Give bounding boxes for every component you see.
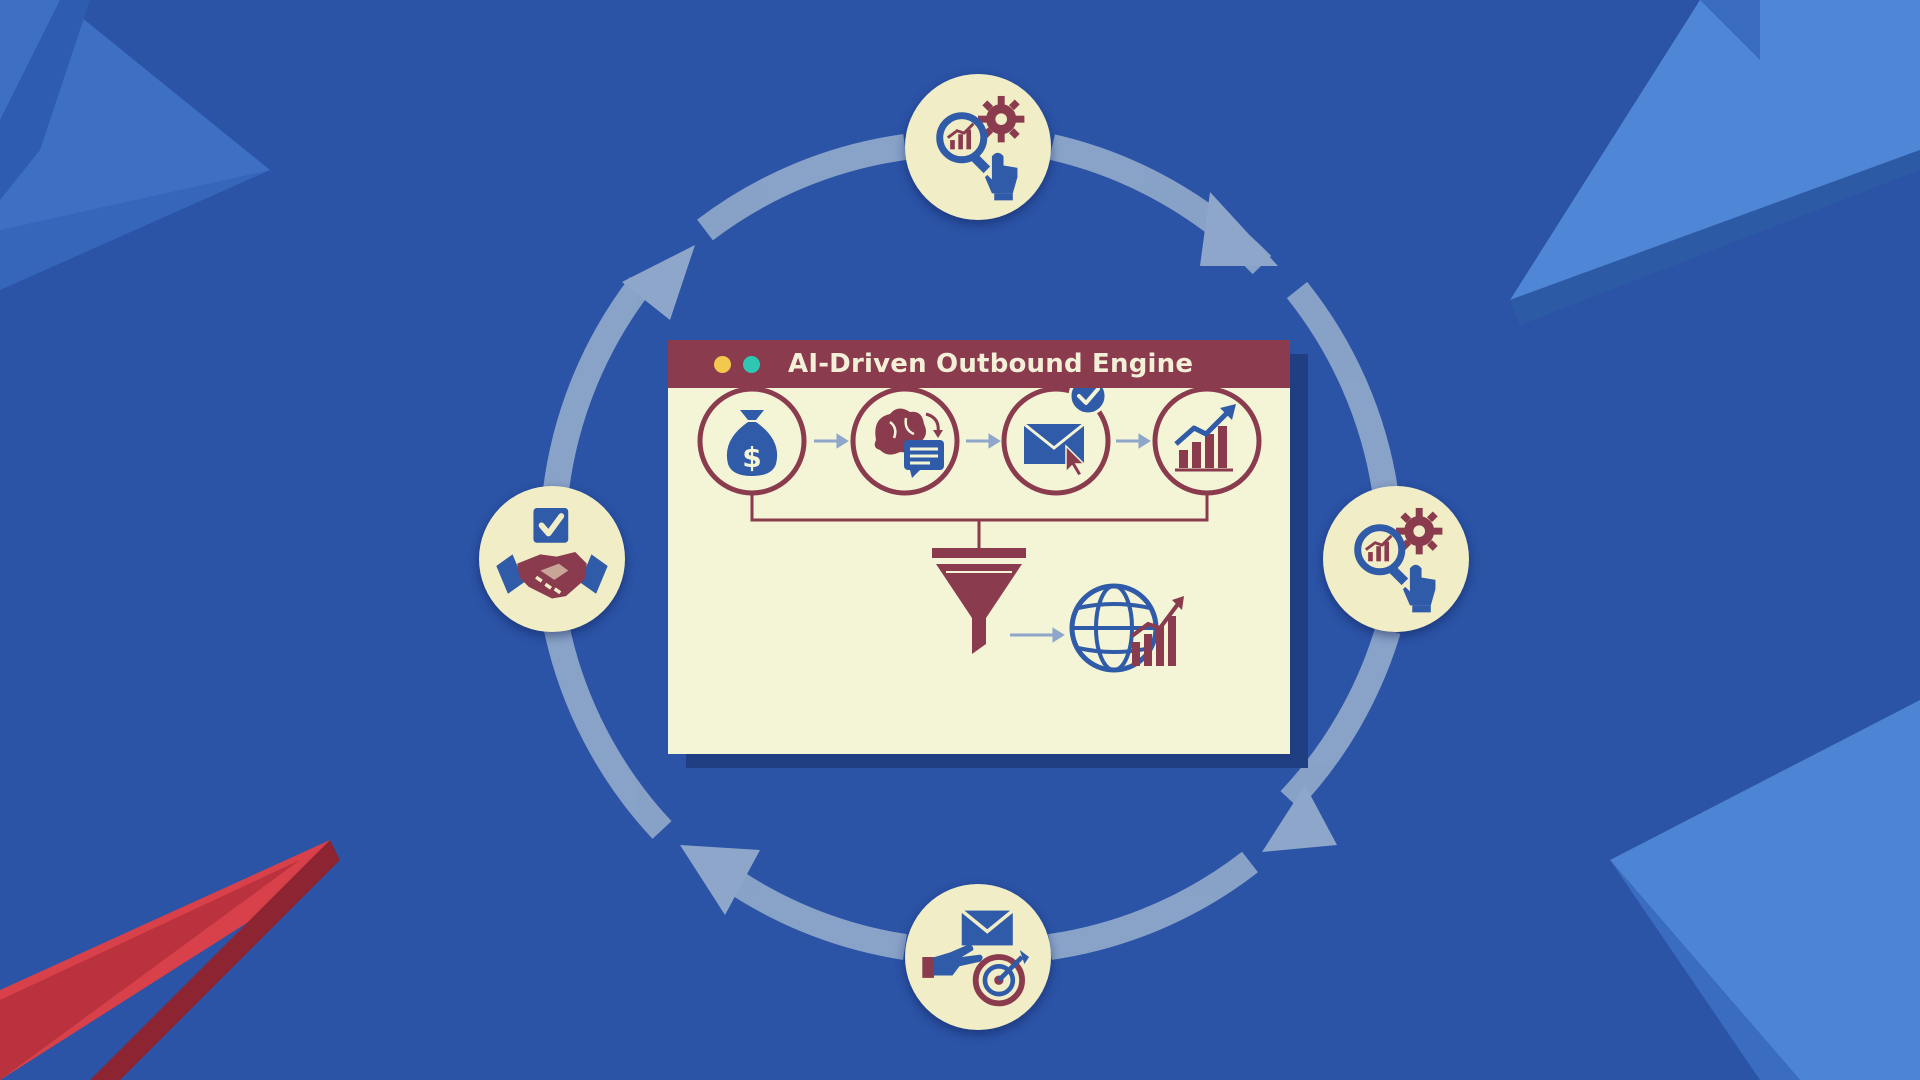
cycle-node-right: [1323, 486, 1469, 632]
ring-arc-bottom-left: [710, 859, 908, 960]
paper-plane-top-left: [0, 0, 270, 290]
paper-plane-bottom-left-red: [0, 840, 340, 1080]
money-bag-icon: $: [697, 388, 807, 496]
arrowhead-top-left: [622, 245, 695, 320]
arrowhead-bottom-right: [1262, 785, 1337, 852]
paper-plane-top-right: [1510, 0, 1920, 325]
pipeline-connectors: [750, 492, 1209, 548]
ring-arc-left-upper: [543, 277, 651, 492]
window-control-yellow-dot[interactable]: [714, 355, 731, 373]
pipeline-diagram: $: [697, 388, 1262, 673]
email-target-icon: [922, 909, 1030, 1007]
brain-message-icon: [850, 388, 960, 496]
cycle-node-left: [479, 486, 625, 632]
window-control-teal-dot[interactable]: [743, 355, 760, 373]
arrowhead-bottom-left: [680, 845, 760, 915]
ring-arc-right-upper: [1286, 281, 1398, 493]
analytics-gear-icon: [936, 95, 1025, 201]
ring-arc-bottom-right: [1048, 851, 1258, 960]
window-title: AI-Driven Outbound Engine: [788, 349, 1194, 379]
pipeline-step-arrows: [814, 433, 1151, 643]
engine-window: AI-Driven Outbound Engine $: [668, 340, 1290, 754]
ring-arc-right-lower: [1280, 626, 1401, 809]
globe-growth-icon: [1069, 583, 1184, 673]
ring-arc-left-lower: [543, 622, 672, 839]
email-check-icon: [1001, 388, 1111, 496]
window-titlebar: AI-Driven Outbound Engine: [668, 340, 1290, 388]
cycle-node-top: [905, 74, 1051, 220]
growth-chart-icon: [1152, 388, 1262, 496]
handshake-check-icon: [496, 507, 608, 599]
cycle-node-bottom: [905, 884, 1051, 1030]
paper-plane-bottom-right: [1610, 700, 1920, 1080]
arrowhead-top-right: [1200, 192, 1278, 266]
svg-text:$: $: [742, 441, 761, 474]
analytics-gear-icon: [1354, 507, 1443, 613]
ring-arc-top-left: [697, 134, 907, 241]
funnel-icon: [932, 548, 1026, 654]
